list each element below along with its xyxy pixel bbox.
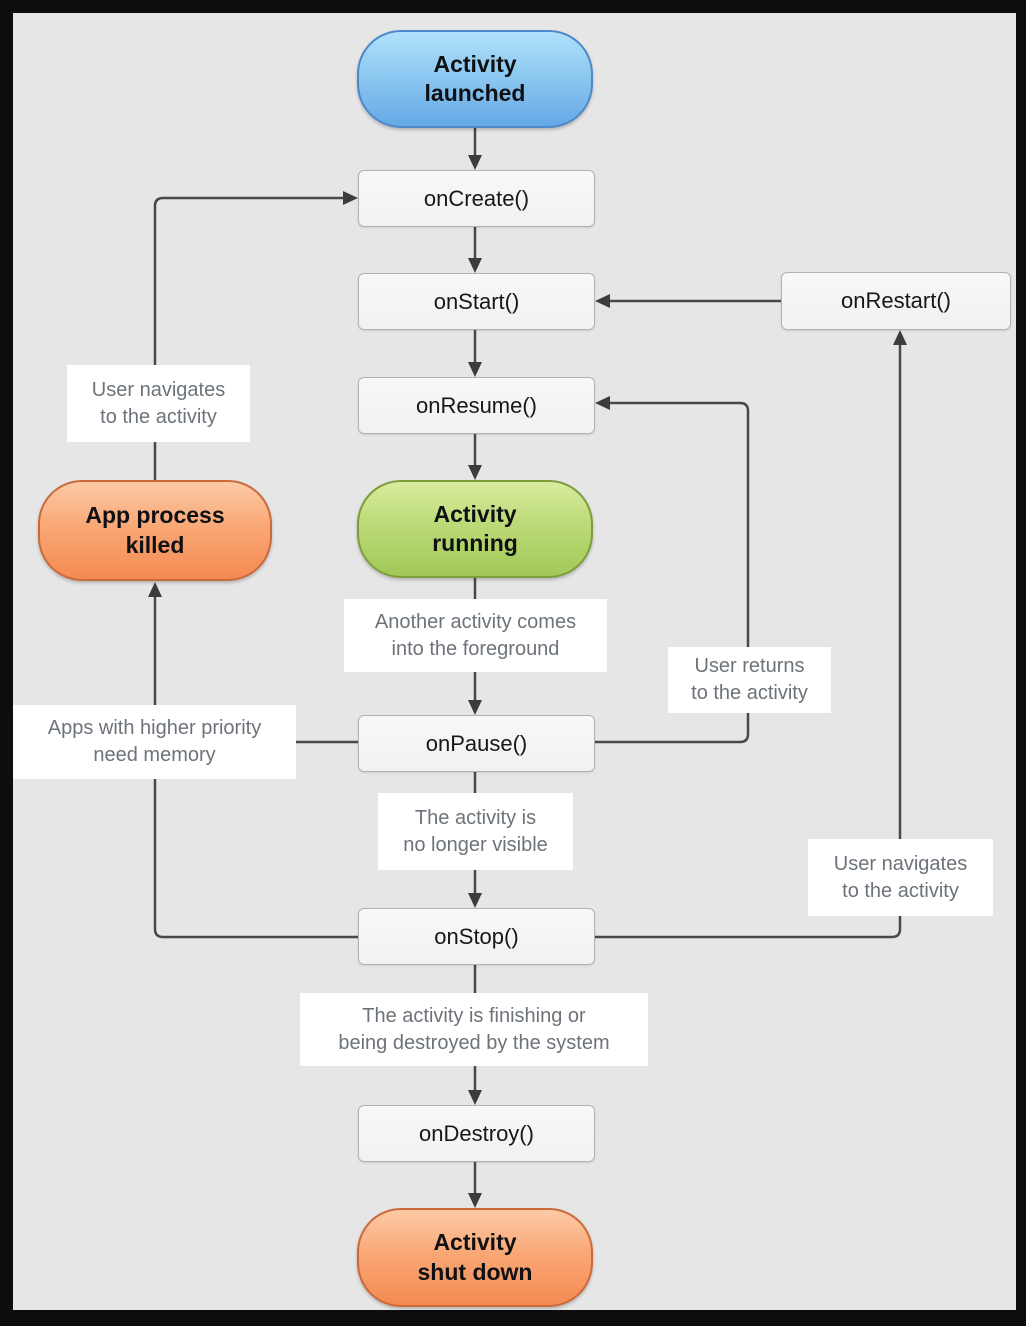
- node-app-process-killed: App process killed: [38, 480, 272, 581]
- annotation-finishing: The activity is finishing or being destr…: [300, 993, 648, 1066]
- arrow-onstop-to-onrestart: [595, 330, 907, 939]
- arrow-onstop-to-killed: [148, 582, 358, 939]
- node-onresume: onResume(): [358, 377, 595, 434]
- node-activity-running: Activity running: [357, 480, 593, 578]
- arrow-oncreate-to-onstart: [468, 227, 482, 273]
- node-activity-launched: Activity launched: [357, 30, 593, 128]
- arrow-launched-to-oncreate: [468, 128, 482, 170]
- arrow-onresume-to-running: [468, 434, 482, 480]
- node-onstop: onStop(): [358, 908, 595, 965]
- annotation-another-activity: Another activity comes into the foregrou…: [344, 599, 607, 672]
- annotation-no-longer-visible: The activity is no longer visible: [378, 793, 573, 870]
- node-oncreate: onCreate(): [358, 170, 595, 227]
- annotation-user-navigates-left: User navigates to the activity: [67, 365, 250, 442]
- node-ondestroy: onDestroy(): [358, 1105, 595, 1162]
- annotation-apps-priority: Apps with higher priority need memory: [13, 705, 296, 779]
- annotation-user-navigates-right: User navigates to the activity: [808, 839, 993, 916]
- diagram-canvas: User navigates to the activity Another a…: [13, 13, 1016, 1310]
- arrow-ondestroy-to-shutdown: [468, 1162, 482, 1208]
- node-onrestart: onRestart(): [781, 272, 1011, 330]
- node-onstart: onStart(): [358, 273, 595, 330]
- node-activity-shut-down: Activity shut down: [357, 1208, 593, 1307]
- arrow-onpause-to-onresume: [595, 396, 750, 744]
- arrow-onstart-to-onresume: [468, 330, 482, 377]
- annotation-user-returns: User returns to the activity: [668, 647, 831, 713]
- arrow-killed-to-oncreate: [153, 191, 358, 480]
- arrow-onrestart-to-onstart: [595, 294, 781, 308]
- node-onpause: onPause(): [358, 715, 595, 772]
